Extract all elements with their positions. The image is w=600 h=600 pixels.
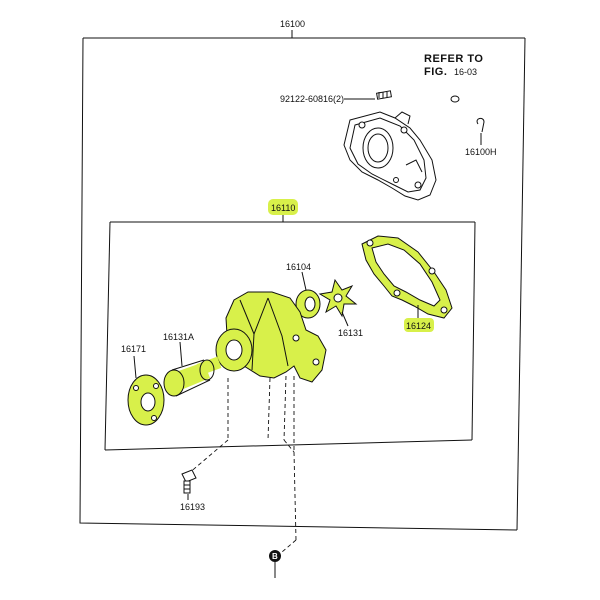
label-stud: 92122-60816(2) (280, 94, 344, 104)
refer-to-note: REFER TO FIG. 16-03 (424, 53, 483, 78)
highlight-pump-assy (268, 199, 298, 215)
pump-body-part (215, 291, 327, 383)
label-flange: 16171 (121, 344, 146, 354)
assembly-frame: 16100 (79, 19, 526, 531)
pump-assembly-frame (104, 221, 476, 451)
refer-fig-number: 16-03 (454, 67, 477, 77)
highlight-gasket-label (404, 318, 434, 332)
label-assembly-number: 16100 (280, 19, 305, 29)
refer-to-line: REFER TO (424, 53, 483, 65)
label-pump-assy: 16110 (271, 203, 295, 213)
flange-part (127, 374, 165, 426)
reference-letter: B (272, 552, 278, 561)
plug-icon (476, 117, 485, 133)
o-ring-small (450, 95, 460, 103)
dashed-leader-lines (187, 375, 297, 553)
label-pulley-seat: 16104 (286, 262, 311, 272)
bolt-icon (181, 469, 197, 494)
impeller-part (318, 278, 358, 318)
label-plug: 16100H (465, 147, 497, 157)
bearing-shaft-part (163, 356, 222, 397)
seal-part (295, 289, 321, 319)
pump-housing-cover (343, 111, 437, 201)
label-bearing: 16131A (163, 332, 194, 342)
label-impeller: 16131 (338, 328, 363, 338)
refer-fig-word: FIG. (424, 66, 447, 78)
label-bolt: 16193 (180, 502, 205, 512)
gasket-part (361, 235, 453, 319)
label-gasket: 16124 (406, 321, 431, 331)
circled-letter-icon: B (269, 550, 281, 562)
stud-bolt-icon (376, 90, 392, 100)
